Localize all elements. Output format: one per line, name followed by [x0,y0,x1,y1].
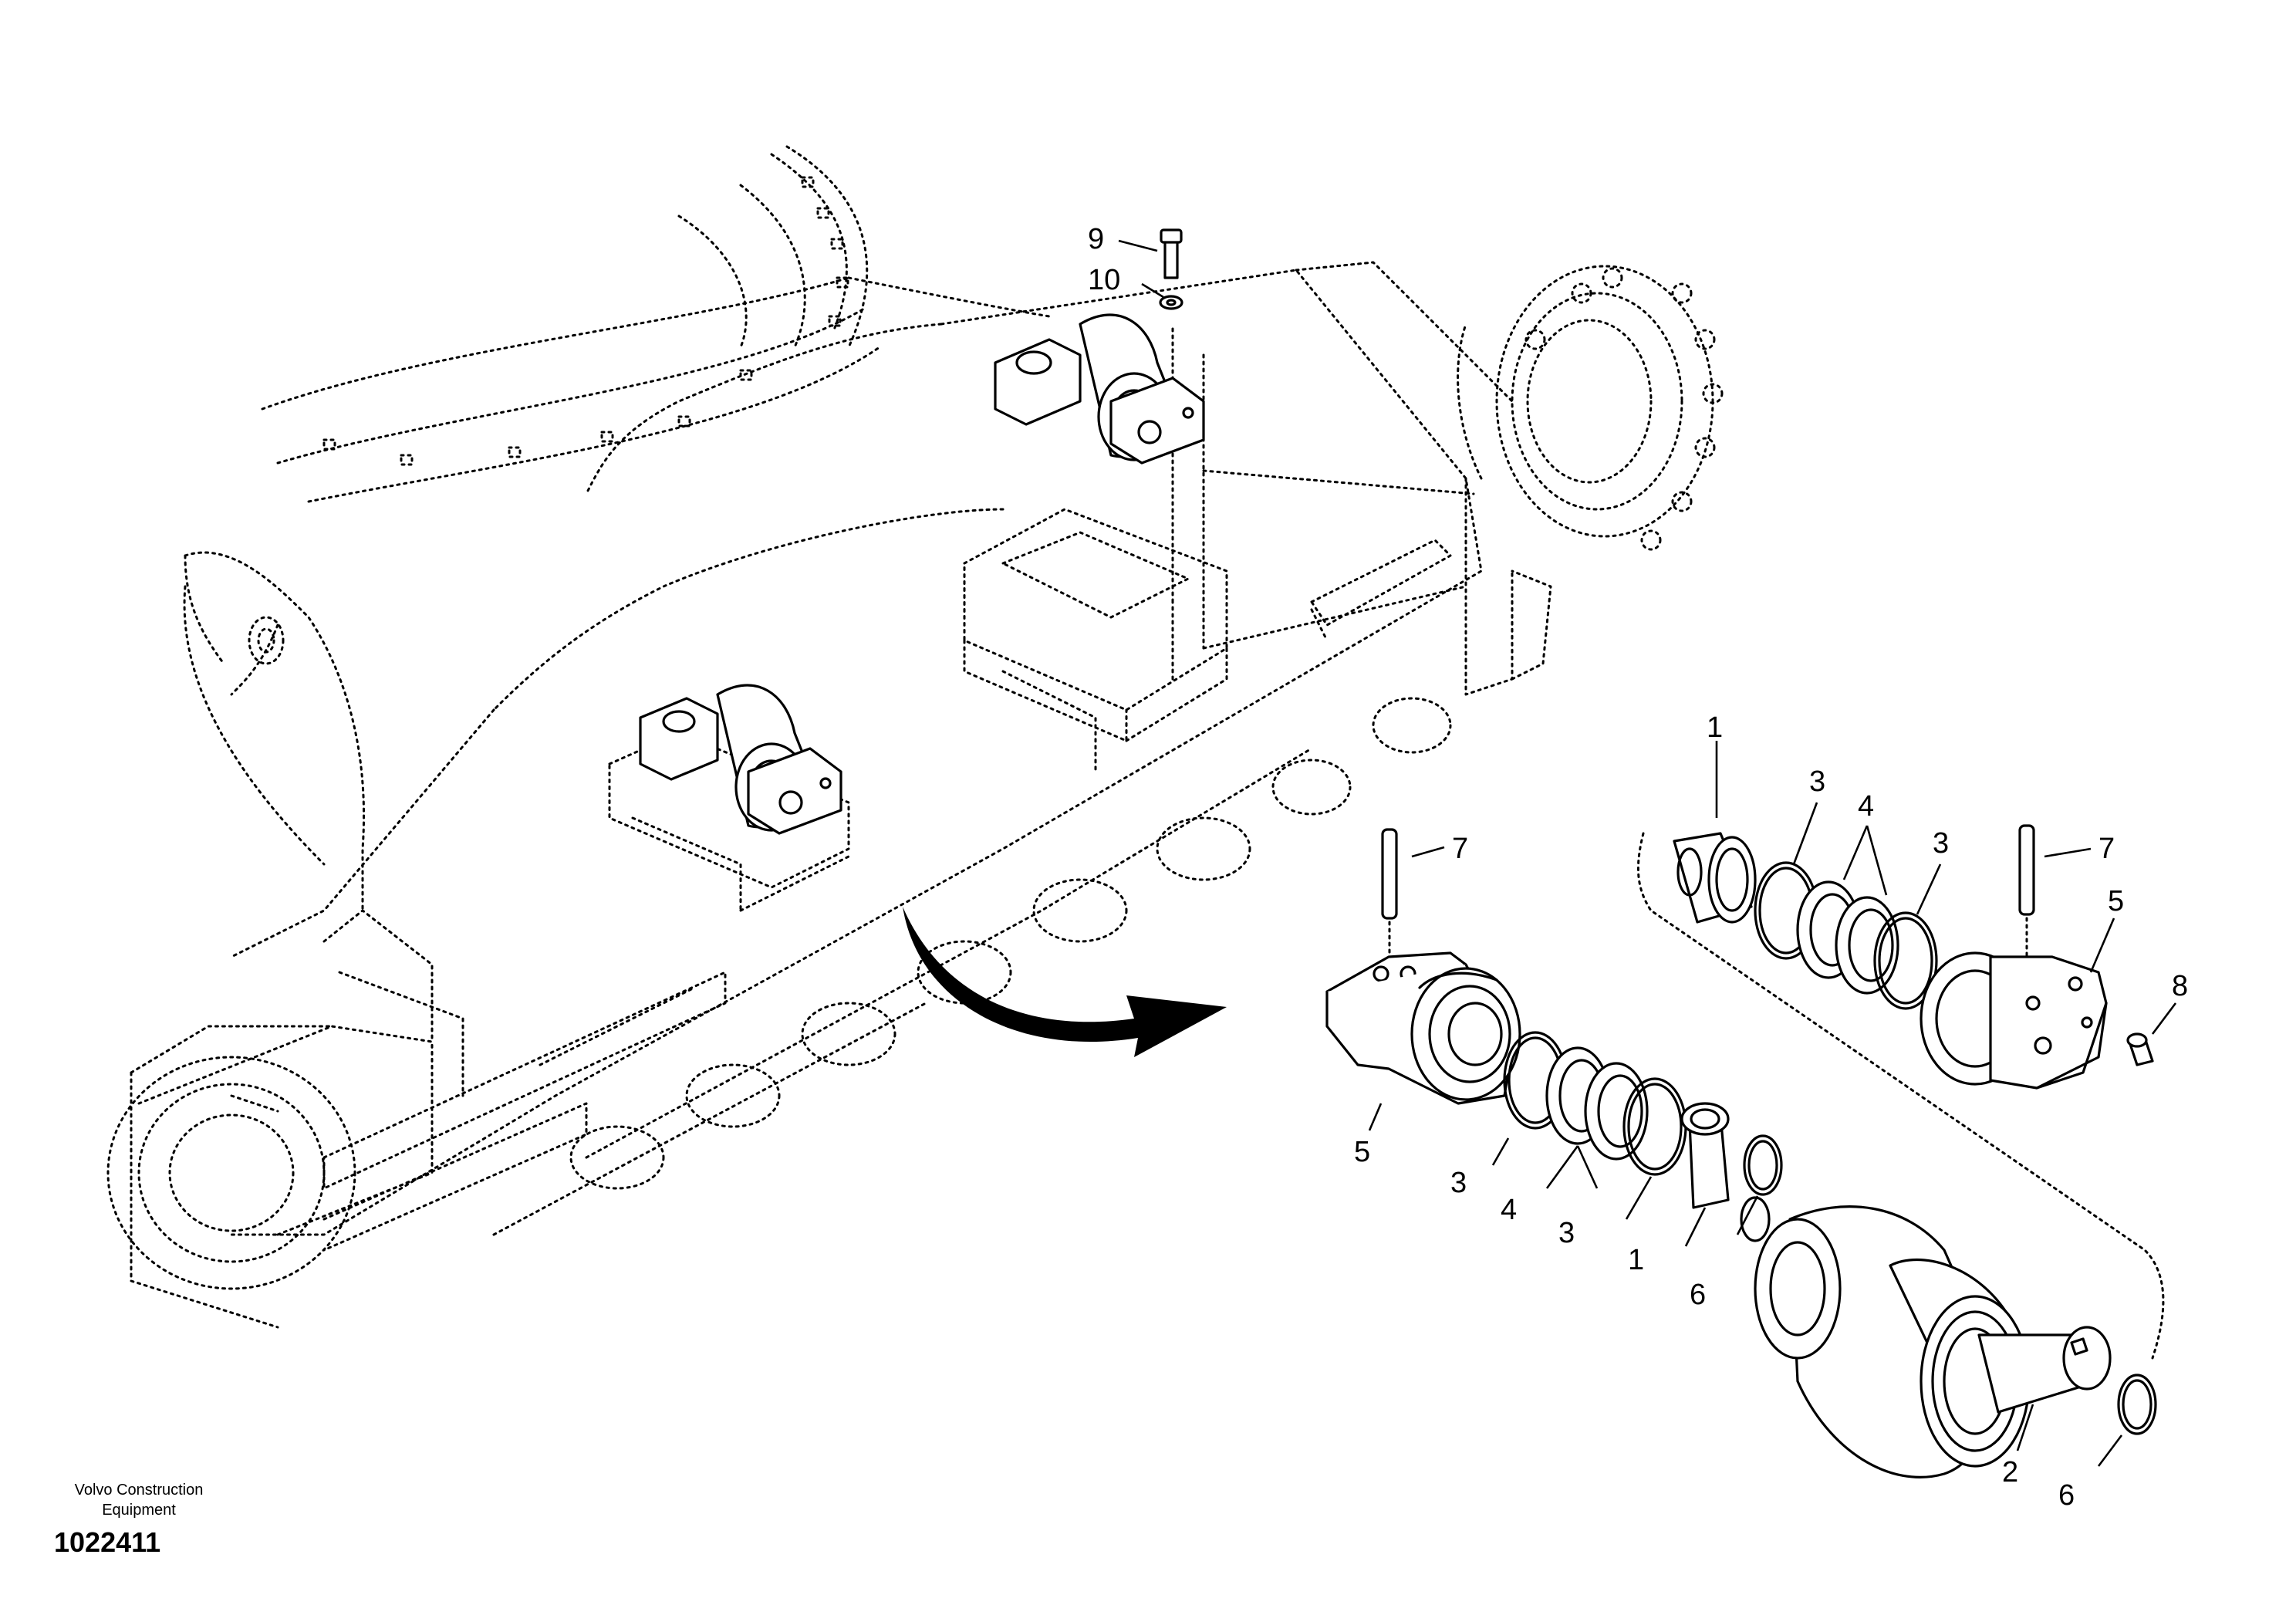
roller-part-2 [1740,1196,2112,1478]
callout-3-left-a: 3 [1450,1167,1467,1199]
bracket-part-5-right [1920,951,2108,1090]
brand-line-1: Volvo Construction [74,1482,204,1499]
seal-ring-part-3-right-b [1873,911,1938,1010]
o-ring-part-6-right [2117,1374,2157,1435]
brand-label: Volvo Construction Equipment [54,1480,224,1520]
callout-1-right: 1 [1707,711,1723,744]
bolt-part-9 [1160,228,1183,279]
callout-7-right: 7 [2098,833,2115,865]
callout-7-left: 7 [1452,833,1468,865]
callout-6-left: 6 [1690,1279,1706,1311]
callout-2-right: 2 [2002,1456,2018,1489]
floating-seal-part-4-right [1796,880,1899,995]
upper-roller-installed-left [639,684,842,835]
upper-roller-installed-top [994,313,1205,465]
brand-line-2: Equipment [102,1502,176,1519]
callout-1-left: 1 [1628,1244,1644,1276]
callout-4-right: 4 [1858,790,1874,823]
bushing-part-1-left [1680,1102,1730,1209]
callout-3-left-b: 3 [1558,1217,1575,1249]
o-ring-part-6-left [1743,1134,1783,1196]
floating-seal-part-4-left [1545,1046,1649,1161]
callout-9: 9 [1088,223,1104,255]
callout-6-right: 6 [2058,1479,2075,1512]
bushing-part-1-right [1673,832,1757,924]
callout-5-left: 5 [1354,1136,1370,1168]
callout-3-right-b: 3 [1933,827,1949,860]
callout-5-right: 5 [2108,885,2124,917]
callout-labels: 9 10 7 5 3 4 3 1 6 1 3 4 3 7 5 8 2 6 [1088,223,2188,1512]
detail-arrow [903,907,1227,1057]
washer-part-10 [1159,295,1183,310]
leader-lines [1118,239,2177,1467]
callout-10: 10 [1088,264,1120,296]
bracket-part-5-left [1325,951,1521,1105]
spring-pin-7-left [1381,828,1398,920]
spring-pin-7-right [2018,824,2035,916]
callout-8-right: 8 [2172,970,2188,1002]
drawing-number: 1022411 [54,1526,161,1558]
plug-part-8 [2126,1032,2154,1066]
callout-3-right-a: 3 [1809,765,1825,798]
undercarriage-frame-outline [106,145,1724,1329]
callout-4-left: 4 [1501,1194,1517,1226]
